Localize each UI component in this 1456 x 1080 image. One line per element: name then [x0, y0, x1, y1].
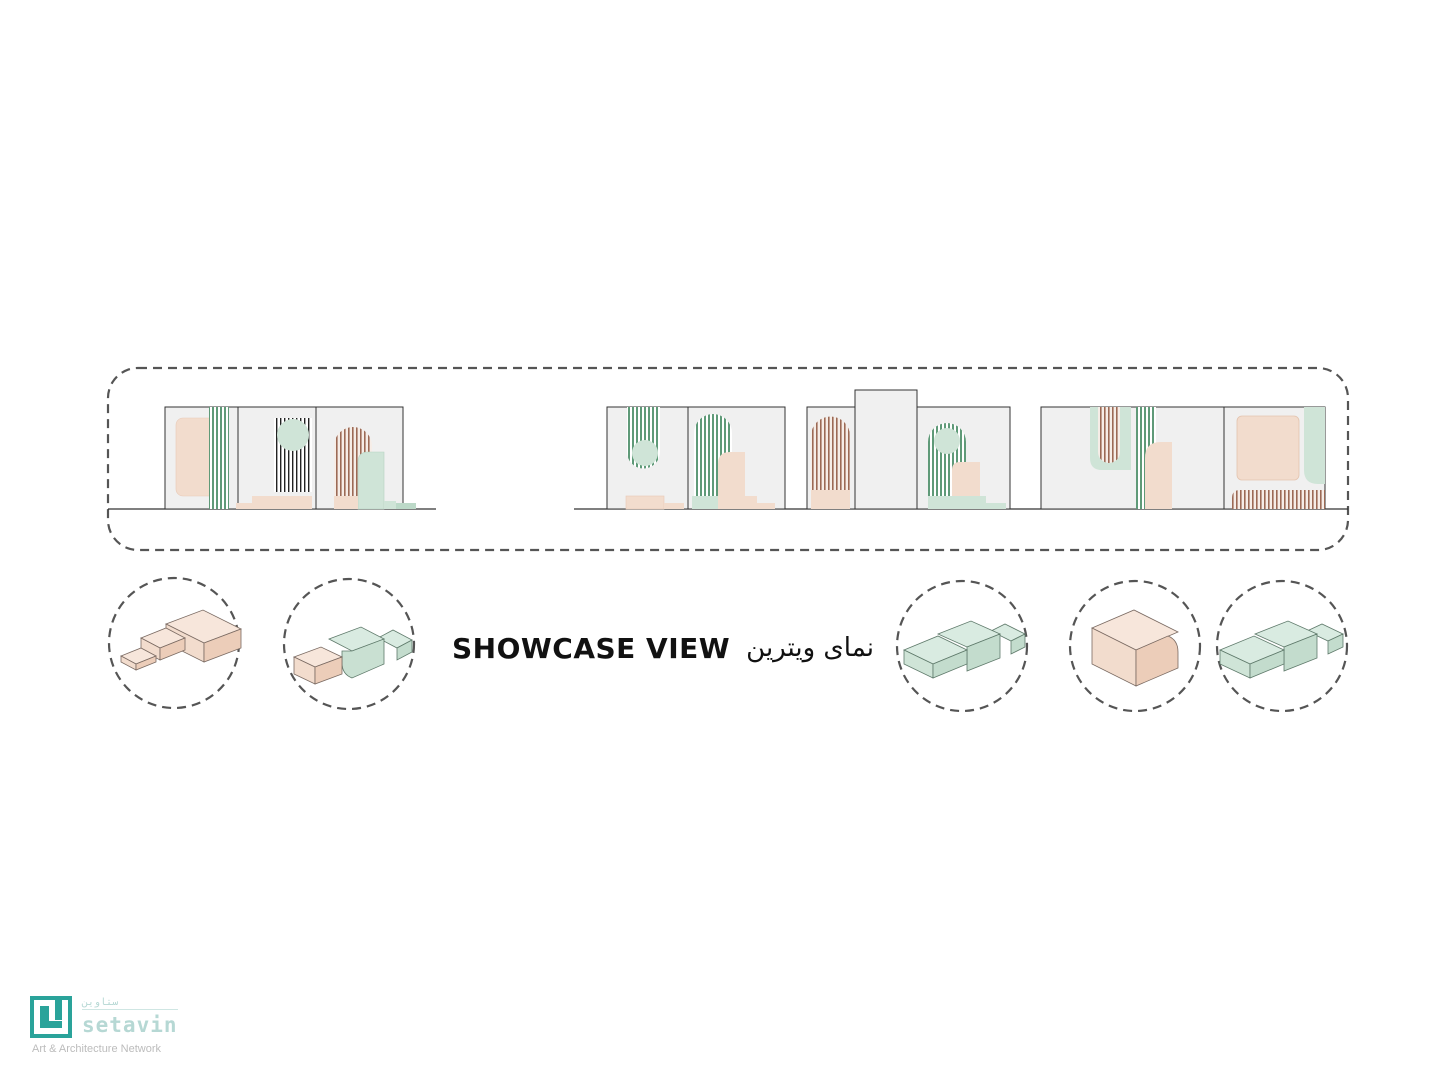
logo-divider	[82, 1009, 178, 1010]
storefront-3	[806, 389, 1011, 510]
massing-detail-4	[1068, 579, 1202, 713]
massing-detail-2	[282, 577, 416, 711]
massing-detail-5	[1215, 579, 1349, 713]
massing-detail-3	[895, 579, 1029, 713]
storefront-2	[606, 406, 786, 510]
logo-small-text: ستاوین	[82, 997, 119, 1008]
massing-detail-1	[107, 576, 242, 710]
title-english: SHOWCASE VIEW	[452, 631, 731, 665]
setavin-logo-icon	[30, 996, 72, 1038]
title-persian: نمای ویترین	[746, 633, 874, 663]
showcase-title: SHOWCASE VIEW نمای ویترین	[452, 628, 874, 668]
elevation-dashed-frame	[106, 366, 1350, 552]
storefront-4	[1040, 406, 1326, 510]
storefront-1	[164, 406, 416, 510]
logo-name: setavin	[82, 1013, 178, 1037]
logo-tagline: Art & Architecture Network	[32, 1043, 161, 1055]
setavin-logo: ستاوین setavin Art & Architecture Networ…	[30, 993, 190, 1063]
